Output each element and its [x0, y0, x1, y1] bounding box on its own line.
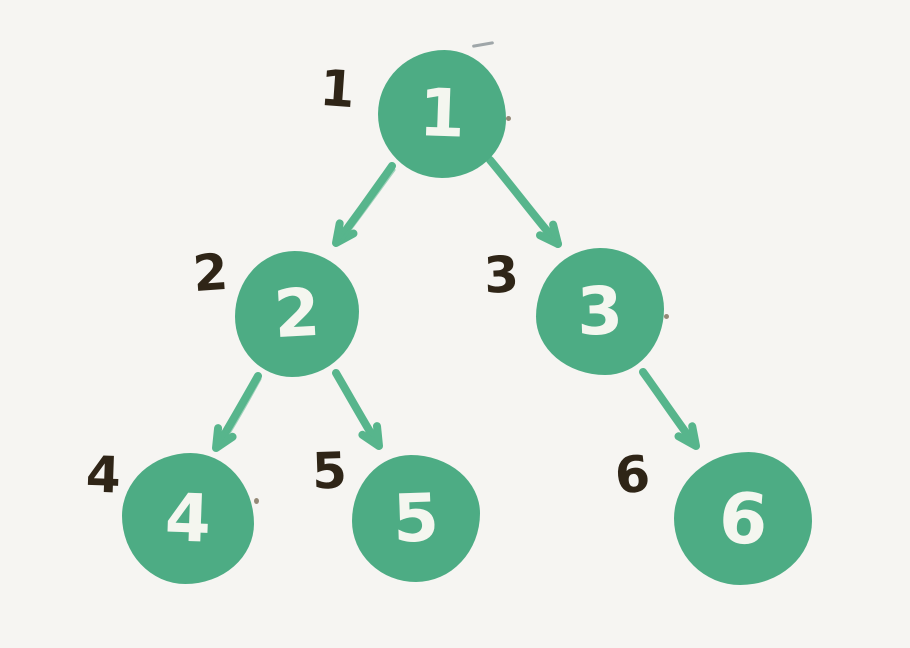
edge-arrow-3-6 — [639, 368, 700, 450]
stray-speck — [254, 498, 259, 504]
node-index-label-6: 6 — [612, 444, 653, 506]
tree-node-2: 2 — [235, 251, 359, 377]
tree-node-1: 1 — [378, 50, 506, 178]
edge-arrow-2-5 — [332, 369, 383, 450]
tree-node-6: 6 — [674, 452, 812, 585]
stray-speck — [506, 116, 511, 121]
node-index-label-2: 2 — [191, 242, 230, 304]
tree-node-5: 5 — [352, 455, 480, 582]
tree-node-3: 3 — [536, 248, 664, 375]
edge-arrow-1-2 — [332, 162, 396, 247]
node-index-label-1: 1 — [318, 58, 357, 120]
tree-node-4: 4 — [122, 453, 254, 584]
node-index-label-4: 4 — [84, 445, 122, 505]
node-value-2: 2 — [272, 273, 322, 354]
node-value-3: 3 — [575, 271, 625, 351]
node-value-5: 5 — [391, 478, 441, 558]
node-value-1: 1 — [417, 74, 467, 153]
node-value-4: 4 — [163, 478, 213, 558]
node-value-6: 6 — [715, 475, 771, 562]
node-index-label-3: 3 — [482, 245, 521, 305]
edge-arrow-2-4 — [212, 372, 262, 452]
node-index-label-5: 5 — [310, 441, 348, 501]
stray-speck — [664, 314, 669, 319]
edge-arrow-1-3 — [486, 156, 562, 248]
